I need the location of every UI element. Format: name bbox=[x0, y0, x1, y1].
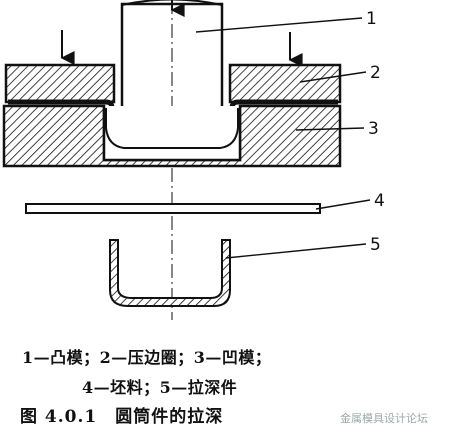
drawn-cup bbox=[109, 239, 231, 307]
callout-4: 4 bbox=[374, 191, 385, 211]
legend-line-1: 1—凸模；2—压边圈；3—凹模； bbox=[22, 348, 272, 367]
die bbox=[2, 104, 342, 168]
callout-1: 1 bbox=[366, 9, 377, 29]
figure-caption: 图 4.0.1 圆筒件的拉深 bbox=[20, 407, 224, 427]
blank bbox=[25, 203, 321, 214]
legend-line-2: 4—坯料；5—拉深件 bbox=[82, 378, 238, 397]
callout-2: 2 bbox=[370, 63, 381, 83]
watermark: 金属模具设计论坛 bbox=[340, 412, 428, 425]
callout-5: 5 bbox=[370, 235, 381, 255]
leader-lines bbox=[195, 17, 371, 259]
callout-3: 3 bbox=[368, 119, 379, 139]
